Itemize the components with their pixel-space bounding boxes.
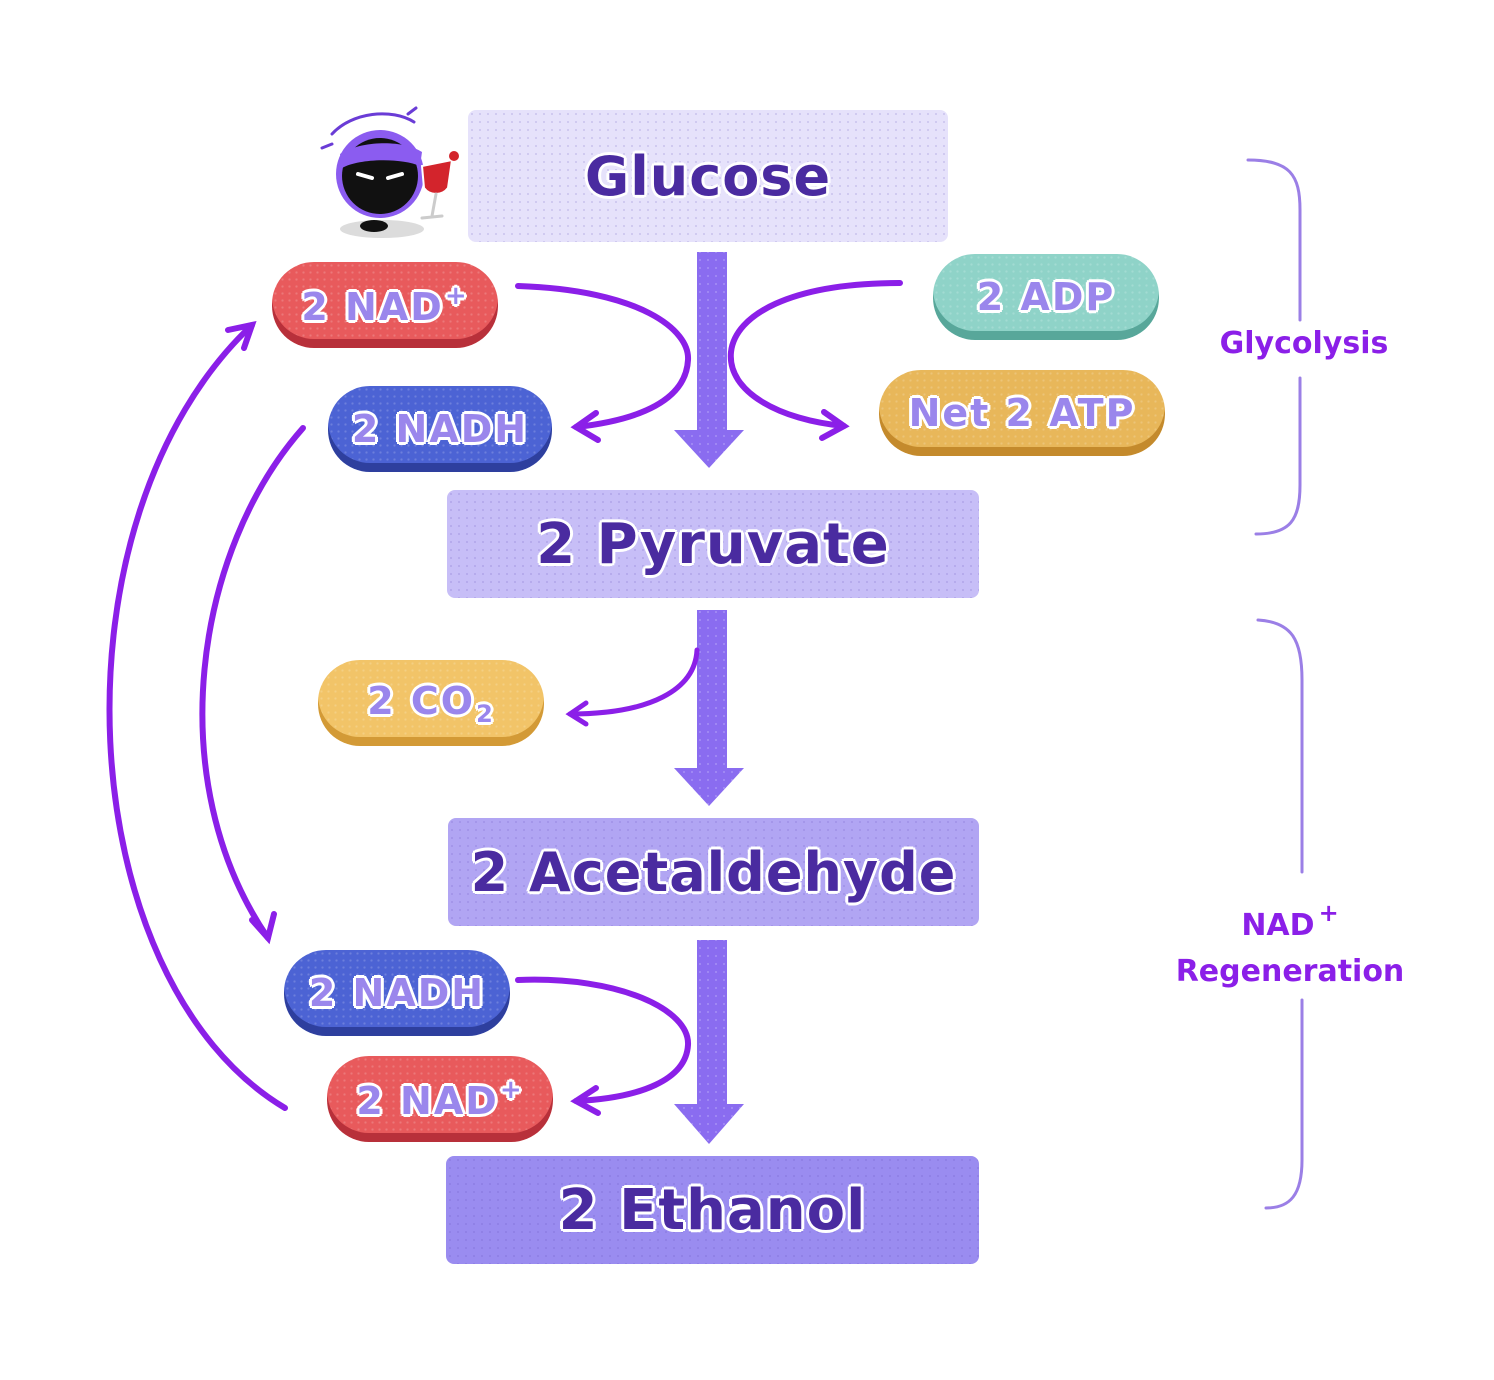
co2-label: 2 CO2: [367, 679, 495, 728]
nadh-top-pill: 2 NADH: [328, 386, 552, 472]
ethanol-label: 2 Ethanol: [558, 1177, 867, 1243]
nad-regeneration-line1: NAD+: [1170, 890, 1410, 949]
ethanol-box: 2 Ethanol: [446, 1156, 979, 1264]
nad-to-nadh-top-arrow: [515, 283, 692, 443]
nadh-top-label: 2 NADH: [351, 407, 529, 451]
nadh-transfer-arc: [199, 425, 306, 945]
adp-pill: 2 ADP: [933, 254, 1159, 340]
nadh-bottom-label: 2 NADH: [308, 971, 486, 1015]
nad-regeneration-arc: [106, 320, 288, 1111]
nad-regeneration-charge: +: [1318, 899, 1339, 927]
nad-regeneration-line2: Regeneration: [1175, 954, 1405, 989]
flow-arrow-pyruvate-to-acetaldehyde: [674, 610, 744, 806]
nad-plus-top-label: 2 NAD+: [301, 281, 468, 329]
nadh-to-nad-bottom-arrow: [515, 976, 692, 1116]
atp-label: Net 2 ATP: [908, 391, 1136, 435]
co2-pill: 2 CO2: [318, 660, 544, 746]
glucose-box: Glucose: [468, 110, 948, 242]
flow-arrow-glucose-to-pyruvate: [674, 252, 744, 468]
pyruvate-box: 2 Pyruvate: [447, 490, 979, 598]
nad-plus-top-charge: +: [444, 281, 469, 311]
acetaldehyde-box: 2 Acetaldehyde: [448, 818, 979, 926]
ninja-mascot-icon: [320, 106, 459, 238]
nad-plus-bottom-label: 2 NAD+: [356, 1075, 523, 1123]
atp-pill: Net 2 ATP: [879, 370, 1165, 456]
nad-plus-bottom-pill: 2 NAD+: [327, 1056, 553, 1142]
acetaldehyde-label: 2 Acetaldehyde: [470, 840, 957, 904]
nad-plus-top-text: 2 NAD: [301, 285, 444, 329]
nad-regeneration-label: NAD+ Regeneration: [1170, 890, 1410, 995]
glycolysis-bracket: [1246, 158, 1302, 536]
co2-release-arrow: [565, 647, 700, 727]
adp-to-atp-arrow: [727, 280, 903, 441]
nad-plus-bottom-text: 2 NAD: [356, 1079, 499, 1123]
co2-text: 2 CO: [367, 678, 476, 723]
adp-label: 2 ADP: [976, 275, 1116, 319]
regeneration-bracket: [1256, 618, 1304, 1210]
glycolysis-label: Glycolysis: [1219, 326, 1389, 361]
flow-arrow-acetaldehyde-to-ethanol: [674, 940, 744, 1144]
glucose-label: Glucose: [584, 144, 832, 208]
nad-plus-bottom-charge: +: [499, 1075, 524, 1105]
co2-subscript: 2: [476, 699, 495, 728]
pyruvate-label: 2 Pyruvate: [536, 511, 890, 577]
nadh-bottom-pill: 2 NADH: [284, 950, 510, 1036]
nad-regeneration-nad: NAD: [1241, 908, 1315, 943]
nad-plus-top-pill: 2 NAD+: [272, 262, 498, 348]
